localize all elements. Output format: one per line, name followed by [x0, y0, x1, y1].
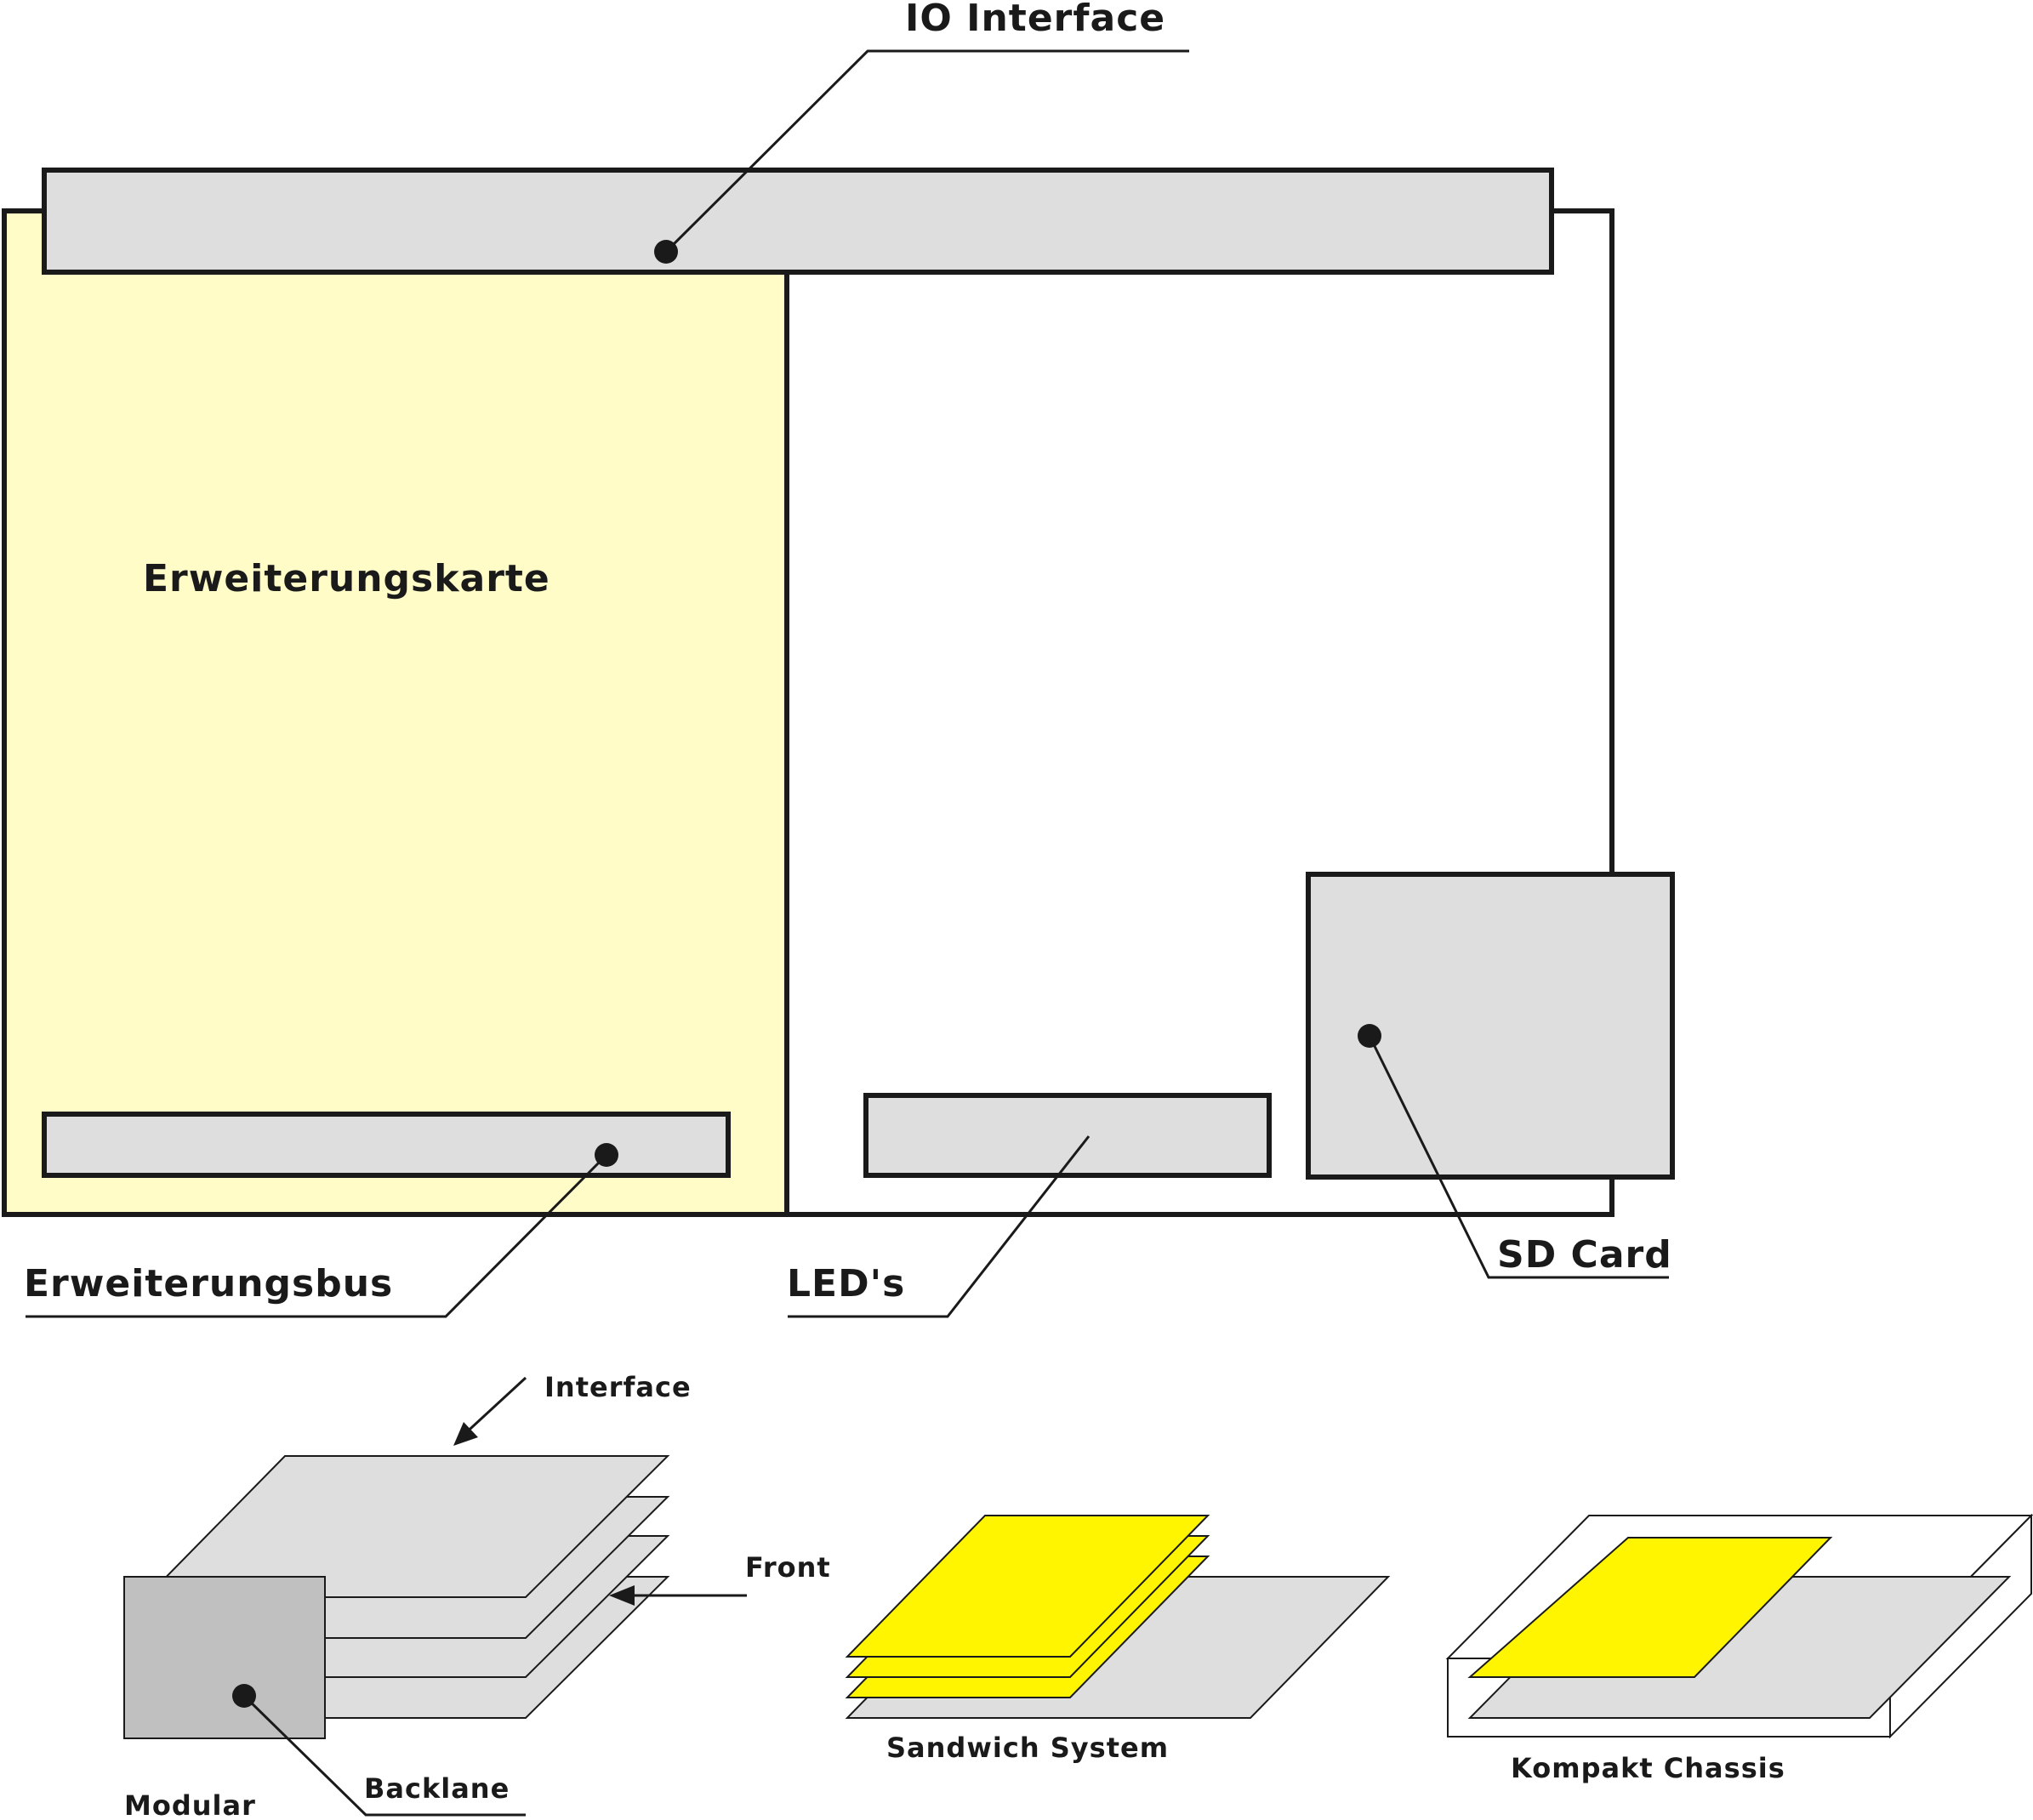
chassis-yellow-plate	[1467, 1537, 1833, 1678]
io-interface-callout: IO Interface	[654, 0, 1189, 264]
backlane-label: Backlane	[364, 1772, 510, 1805]
front-label: Front	[745, 1551, 831, 1584]
sd-card-leader	[1368, 1035, 1669, 1279]
modular-variant: Interface Front Backlane Modular	[123, 1371, 831, 1820]
interface-arrow-head	[453, 1422, 478, 1446]
io-interface-label: IO Interface	[905, 0, 1165, 40]
expansion-bus-leader	[26, 1153, 608, 1318]
expansion-bus-label: Erweiterungsbus	[24, 1262, 393, 1305]
leds-callout: LED's	[787, 1135, 1091, 1318]
modular-plate-1	[144, 1455, 670, 1598]
backlane-leader	[242, 1694, 526, 1817]
interface-label: Interface	[544, 1371, 692, 1403]
io-interface-bar	[42, 168, 1554, 275]
expansion-bus-callout: Erweiterungsbus	[24, 1143, 618, 1318]
backplane-block	[123, 1576, 326, 1739]
sandwich-yellow-plate-1	[845, 1515, 1210, 1658]
sandwich-variant: Sandwich System	[845, 1515, 1391, 1764]
front-arrow-head	[609, 1585, 635, 1606]
backlane-callout: Backlane	[232, 1684, 526, 1817]
interface-arrow-line	[459, 1376, 527, 1439]
main-board-layout: Erweiterungskarte IO Interface Erweiteru…	[2, 0, 1675, 1318]
compact-chassis-variant: Kompakt Chassis	[1445, 1513, 2033, 1784]
leds-leader	[788, 1135, 1091, 1318]
sd-card-box	[1306, 872, 1675, 1180]
sandwich-system-label: Sandwich System	[886, 1732, 1169, 1764]
io-interface-leader	[664, 49, 1189, 253]
interface-arrow: Interface	[453, 1371, 692, 1446]
expansion-card-label: Erweiterungskarte	[143, 557, 550, 600]
front-arrow: Front	[609, 1551, 831, 1606]
modular-label: Modular	[124, 1789, 256, 1820]
expansion-bus-bar	[42, 1112, 731, 1178]
sd-card-callout: SD Card	[1358, 1024, 1672, 1279]
kompakt-chassis-label: Kompakt Chassis	[1511, 1752, 1785, 1784]
leds-label: LED's	[787, 1262, 905, 1305]
expansion-card	[2, 208, 789, 1217]
sd-card-label: SD Card	[1497, 1233, 1672, 1277]
